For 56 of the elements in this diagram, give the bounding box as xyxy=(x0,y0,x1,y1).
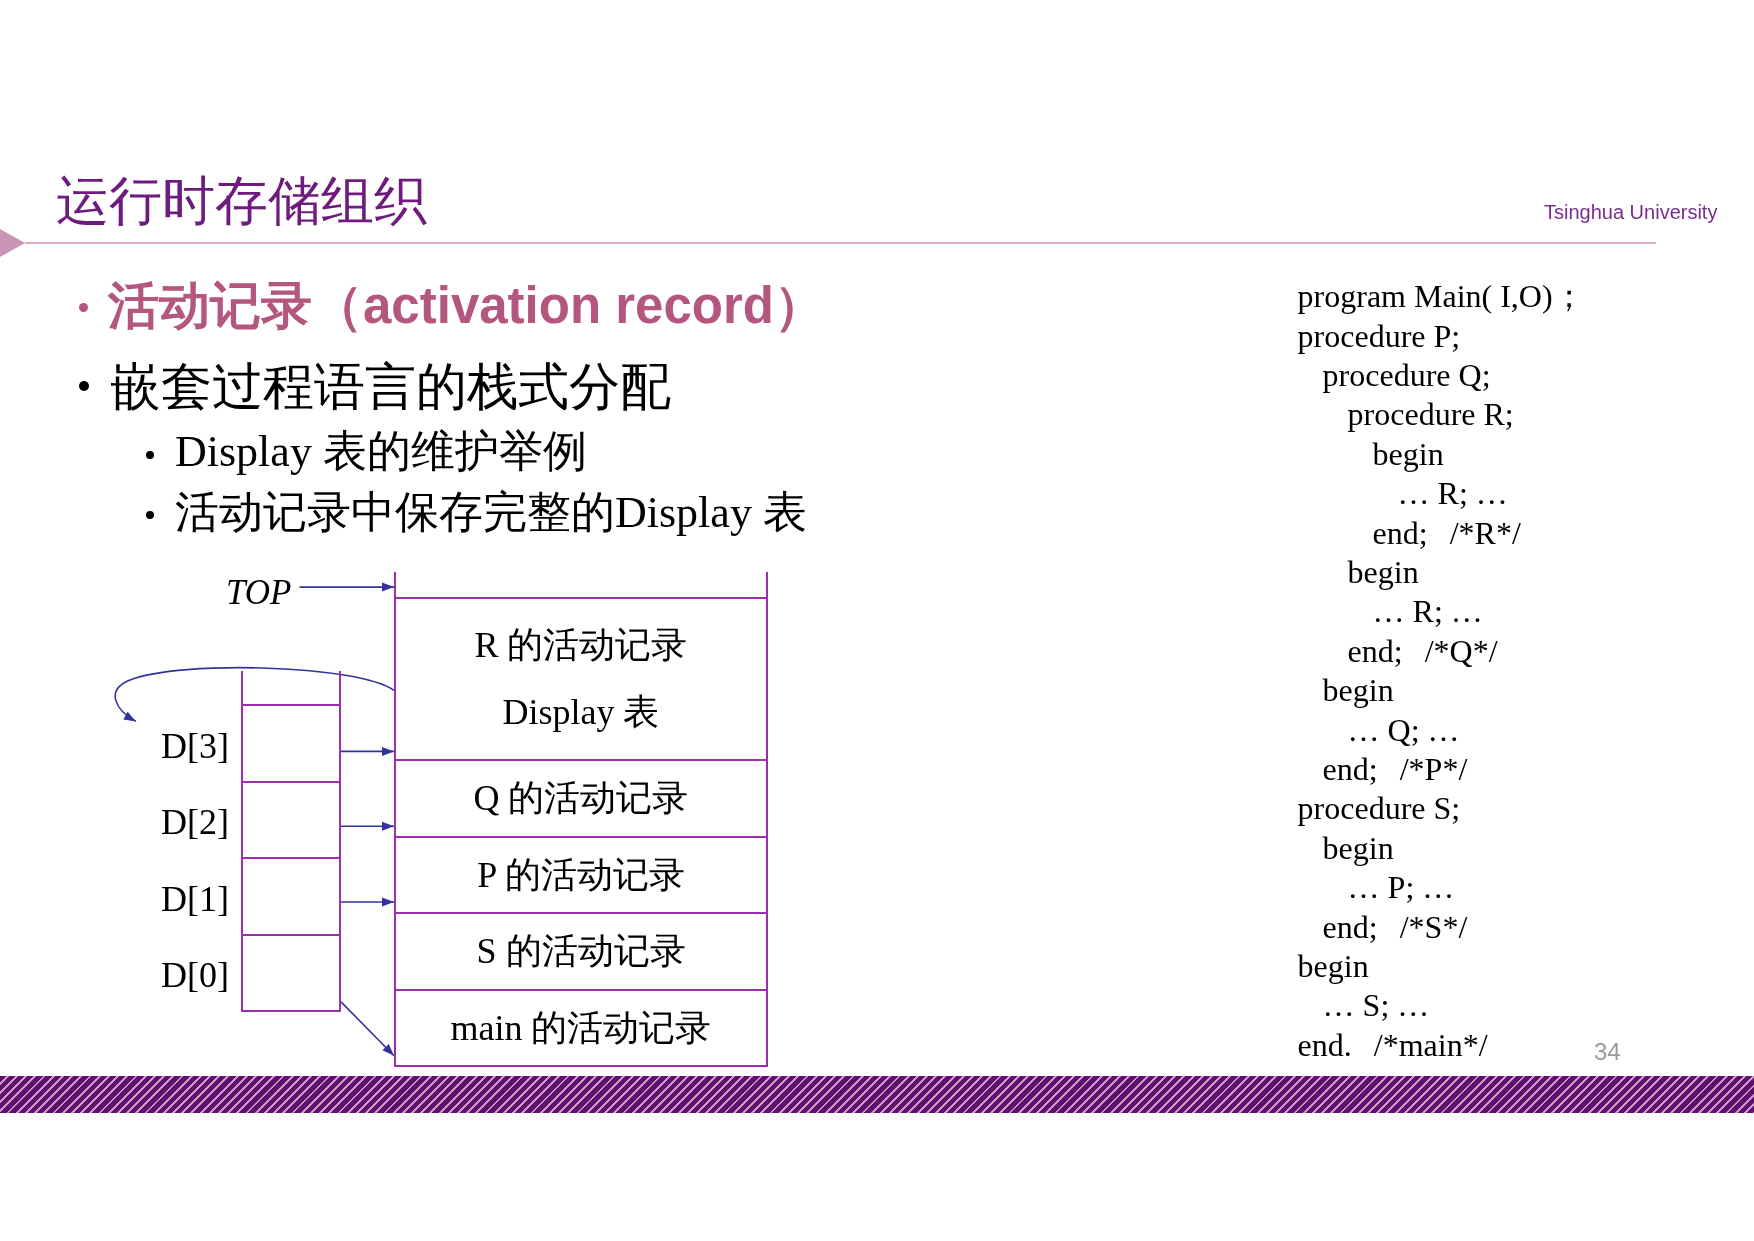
stack-slot xyxy=(394,572,768,599)
display-cell xyxy=(241,671,341,706)
code-line: … Q; … xyxy=(1347,710,1460,749)
arrow xyxy=(340,746,395,756)
record-label: S 的活动记录 xyxy=(476,930,686,973)
arrow xyxy=(340,1001,395,1057)
code-line: begin xyxy=(1322,671,1394,710)
page-number: 34 xyxy=(1594,1037,1621,1067)
activation-record-box xyxy=(394,759,768,838)
code-line: end; /*S*/ xyxy=(1322,907,1468,946)
code-line: procedure S; xyxy=(1297,789,1461,828)
code-line: … R; … xyxy=(1372,592,1483,631)
activation-record-box xyxy=(394,989,768,1067)
code-line: end. /*main*/ xyxy=(1297,1025,1488,1065)
activation-record-box xyxy=(394,597,768,761)
record-label: Display 表 xyxy=(502,691,660,734)
activation-record-box xyxy=(394,836,768,914)
code-line: procedure R; xyxy=(1347,395,1514,434)
index-label: D[3] xyxy=(161,724,229,768)
code-line: end; /*P*/ xyxy=(1322,750,1468,789)
index-label: D[1] xyxy=(161,877,229,921)
arrow xyxy=(340,897,395,907)
hatched-band xyxy=(0,1076,1754,1113)
code-line: begin xyxy=(1297,947,1369,986)
code-line: begin xyxy=(1372,434,1444,474)
slide-title: 运行时存储组织 xyxy=(56,170,427,232)
activation-record-box xyxy=(394,912,768,991)
record-label: main 的活动记录 xyxy=(450,1006,712,1050)
sub-bullet-text: Display 表的维护举例 xyxy=(175,425,587,478)
code-line: begin xyxy=(1347,553,1419,592)
display-cell xyxy=(241,857,341,936)
university-name: Tsinghua University xyxy=(1544,200,1718,224)
code-line: begin xyxy=(1322,828,1394,868)
code-line: end; /*Q*/ xyxy=(1347,631,1498,671)
code-line: procedure Q; xyxy=(1322,356,1491,395)
arrow xyxy=(298,582,395,592)
code-line: end; /*R*/ xyxy=(1372,513,1521,552)
index-label: D[2] xyxy=(161,801,229,845)
code-line: … P; … xyxy=(1347,868,1455,907)
sub-bullet-text: 活动记录中保存完整的Display 表 xyxy=(175,486,807,539)
code-line: … S; … xyxy=(1322,986,1430,1025)
index-label: D[0] xyxy=(161,954,229,998)
display-cell xyxy=(241,704,341,783)
code-line: … R; … xyxy=(1397,474,1508,513)
bullet-text: 活动记录（activation record） xyxy=(108,276,825,337)
pointer-label: TOP xyxy=(226,572,292,614)
curved-arrow xyxy=(114,666,395,723)
arrow xyxy=(340,821,395,831)
display-cell xyxy=(241,781,341,859)
bullet-text: 嵌套过程语言的栈式分配 xyxy=(110,357,671,418)
code-line: program Main( I,O)； xyxy=(1297,277,1585,316)
code-line: procedure P; xyxy=(1297,316,1461,355)
record-label: Q 的活动记录 xyxy=(473,777,689,820)
display-cell xyxy=(241,934,341,1012)
record-label: P 的活动记录 xyxy=(477,853,685,897)
record-label: R 的活动记录 xyxy=(474,624,688,667)
